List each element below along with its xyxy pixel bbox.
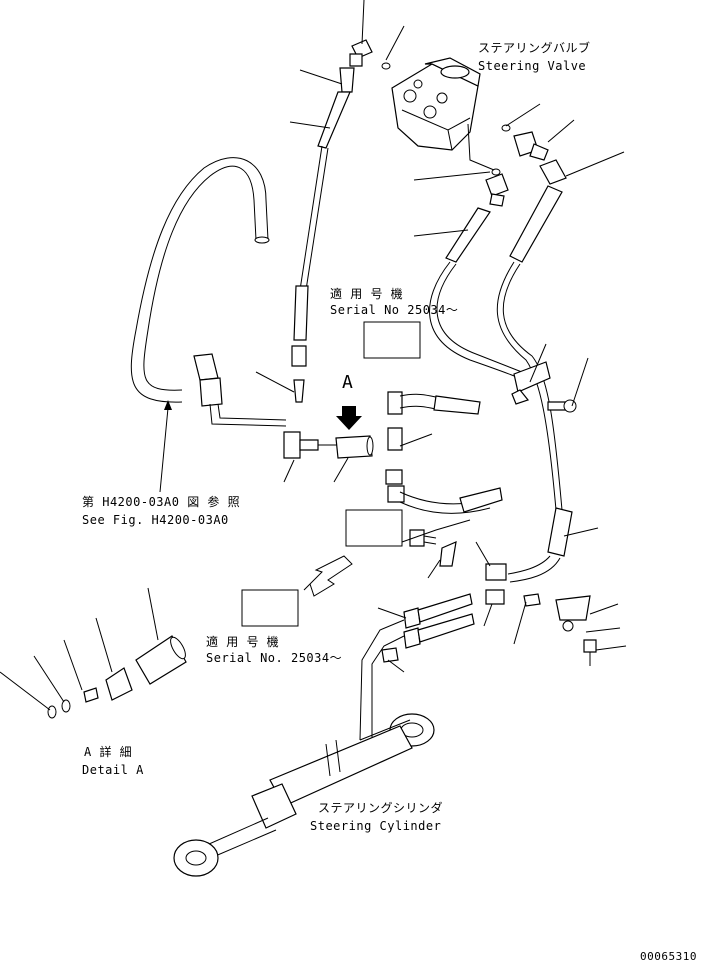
serial-label-2-ja: 適 用 号 機 [206, 635, 280, 649]
hose-center [429, 207, 533, 383]
alt-hose-lower [387, 485, 503, 514]
steering-cylinder [173, 713, 435, 877]
elbow-fitting-mid [485, 173, 509, 207]
steering-cylinder-label-en: Steering Cylinder [310, 819, 442, 833]
bolt-mid [409, 529, 437, 547]
elbow-fitting-right [513, 131, 549, 161]
serial-box-2 [345, 509, 403, 547]
direction-arrow [303, 555, 353, 597]
tee-fitting-right [385, 427, 403, 485]
pipe-loop [130, 157, 287, 427]
elbow-fitting-top [349, 39, 373, 67]
detail-label-ja: A 詳 細 [84, 745, 133, 759]
serial-label-2-en: Serial No. 25034～ [206, 651, 343, 665]
o-ring [381, 62, 391, 70]
see-fig-label-ja: 第 H4200-03A0 図 参 照 [82, 495, 241, 509]
o-ring [491, 168, 501, 176]
nut-mid [485, 563, 507, 605]
steering-cylinder-label-ja: ステアリングシリンダ [318, 801, 444, 815]
serial-box-1 [363, 321, 421, 359]
serial-box-3 [241, 589, 299, 627]
serial-label-1-ja: 適 用 号 機 [330, 287, 404, 301]
connector-A [335, 435, 374, 459]
view-arrow-letter: A [342, 372, 354, 393]
hose-right-lower [507, 507, 573, 583]
drawing-number: 00065310 [640, 950, 697, 963]
steering-valve-label-en: Steering Valve [478, 59, 587, 73]
o-ring [501, 124, 511, 132]
detail-label-en: Detail A [82, 763, 144, 777]
hose-left-vertical [291, 67, 355, 403]
steering-valve-label-ja: ステアリングバルブ [478, 41, 591, 55]
hose-pair [359, 593, 475, 741]
hose-right [496, 159, 567, 511]
view-arrow-A [336, 406, 362, 430]
steering-valve [391, 57, 481, 151]
leader-lines [0, 0, 627, 711]
alt-hose-upper [387, 391, 481, 415]
bracket-right [523, 593, 597, 666]
detail-A-parts [47, 635, 187, 719]
hose-clamp [511, 361, 577, 413]
tee-fitting [283, 431, 338, 459]
serial-label-1-en: Serial No 25034～ [330, 303, 459, 317]
clip-mid [439, 541, 457, 567]
see-fig-label-en: See Fig. H4200-03A0 [82, 513, 229, 527]
